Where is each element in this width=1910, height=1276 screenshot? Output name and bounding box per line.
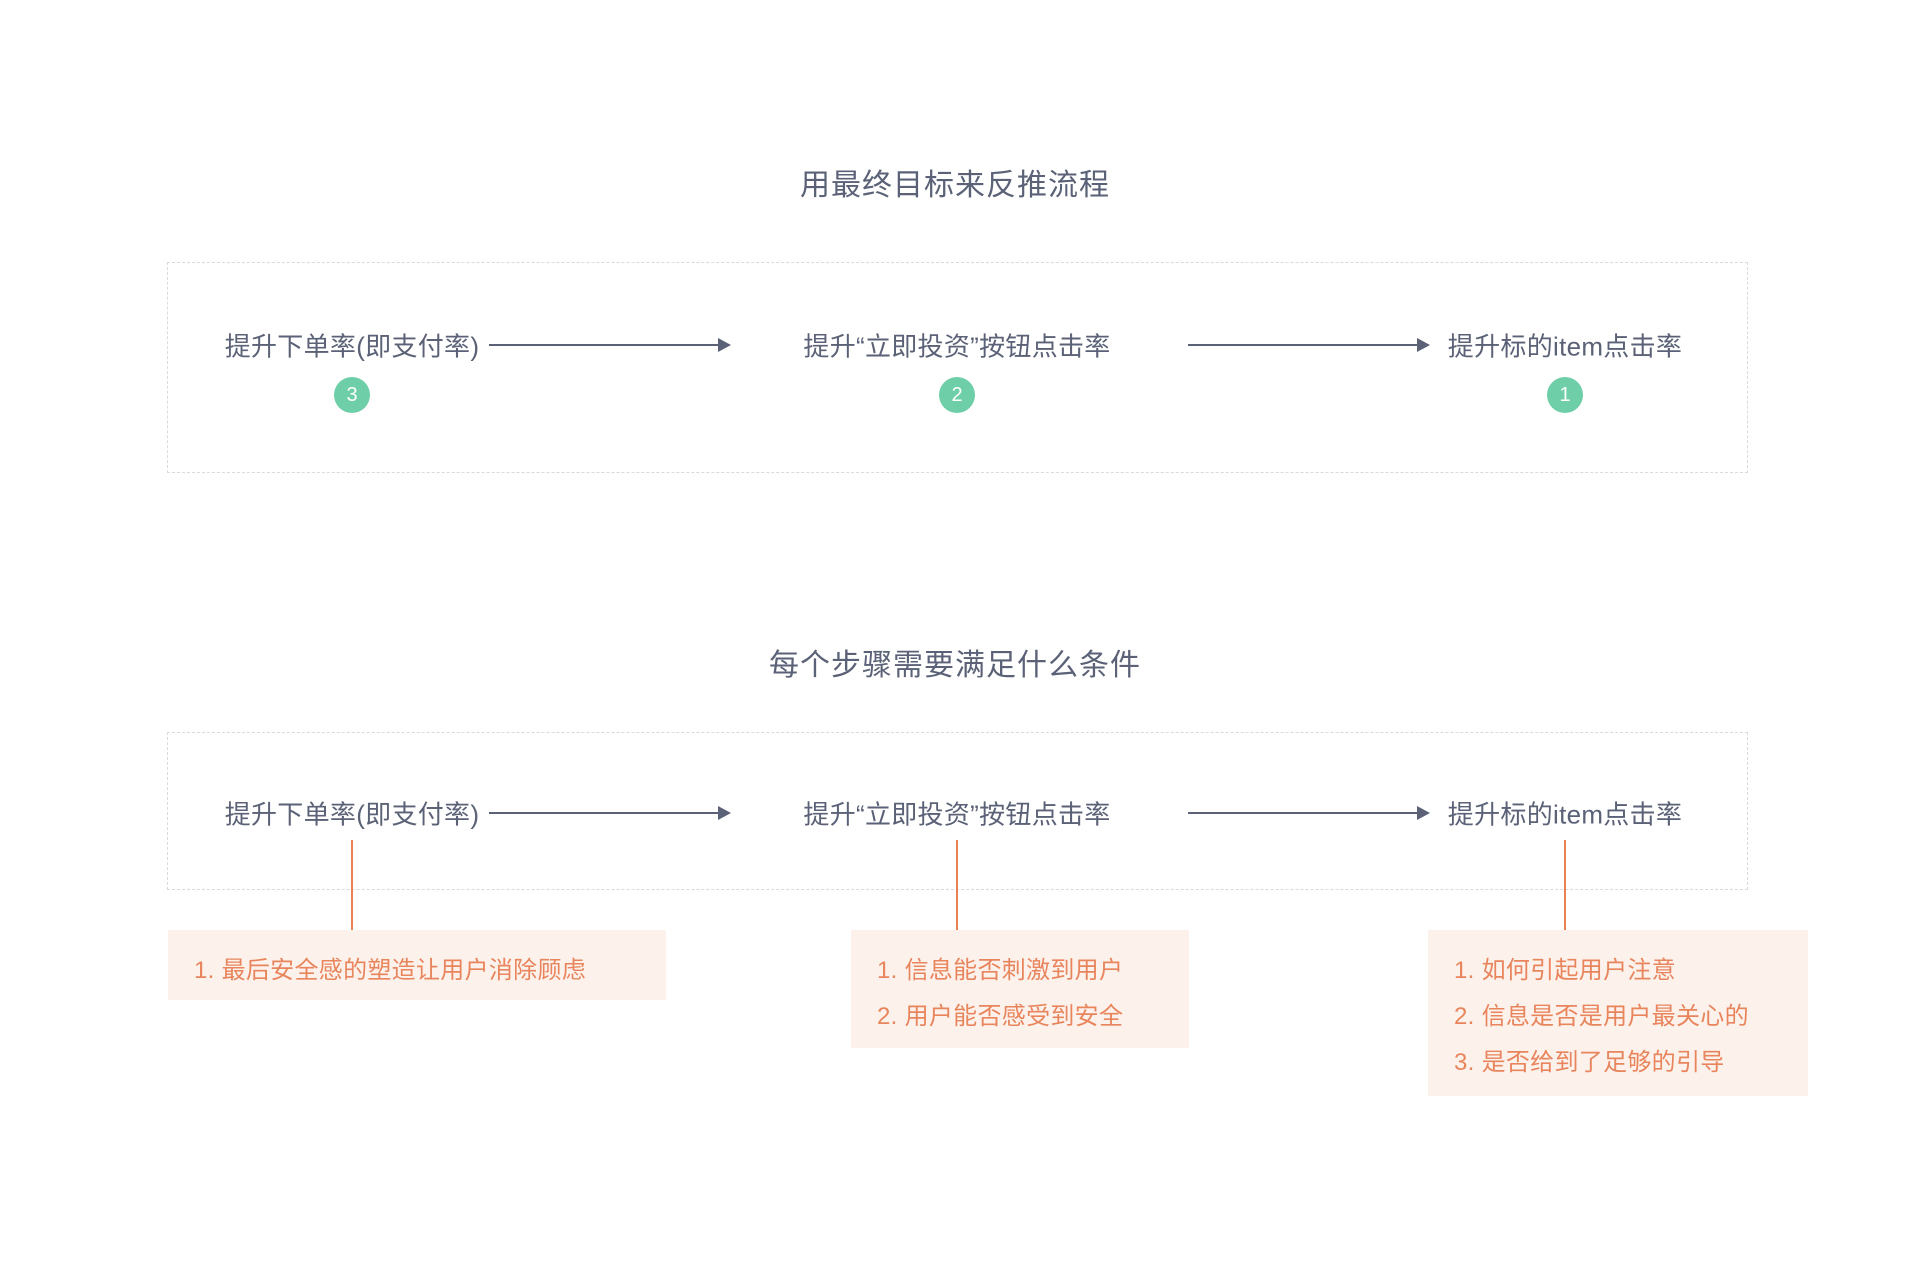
flow-container-goal xyxy=(167,262,1748,473)
connector-line-2 xyxy=(956,840,958,932)
condition-item: 2. 信息是否是用户最关心的 xyxy=(1454,1003,1749,1030)
condition-arrow-1-to-2 xyxy=(489,812,729,814)
connector-line-3 xyxy=(1564,840,1566,932)
condition-arrow-2-to-3 xyxy=(1188,812,1428,814)
flow-node-3-label: 提升标的item点击率 xyxy=(1447,331,1683,362)
flow-arrow-1-to-2 xyxy=(489,344,729,346)
step-badge-1: 1 xyxy=(1547,377,1583,413)
condition-item: 1. 信息能否刺激到用户 xyxy=(877,957,1124,984)
condition-item: 1. 如何引起用户注意 xyxy=(1454,957,1676,984)
condition-box-3: 1. 如何引起用户注意 2. 信息是否是用户最关心的 3. 是否给到了足够的引导 xyxy=(1428,930,1808,1096)
condition-item: 3. 是否给到了足够的引导 xyxy=(1454,1049,1725,1076)
step-badge-3: 3 xyxy=(334,377,370,413)
section-title-conditions: 每个步骤需要满足什么条件 xyxy=(769,649,1141,682)
condition-item: 2. 用户能否感受到安全 xyxy=(877,1003,1124,1030)
condition-node-1-label: 提升下单率(即支付率) xyxy=(224,799,480,830)
condition-node-3-label: 提升标的item点击率 xyxy=(1447,799,1683,830)
flow-node-2-label: 提升“立即投资”按钮点击率 xyxy=(803,331,1111,362)
section-title-goal-flow: 用最终目标来反推流程 xyxy=(800,169,1110,202)
step-badge-2: 2 xyxy=(939,377,975,413)
flow-arrow-2-to-3 xyxy=(1188,344,1428,346)
flow-node-1-label: 提升下单率(即支付率) xyxy=(224,331,480,362)
condition-box-2: 1. 信息能否刺激到用户 2. 用户能否感受到安全 xyxy=(851,930,1189,1048)
condition-node-2-label: 提升“立即投资”按钮点击率 xyxy=(803,799,1111,830)
connector-line-1 xyxy=(351,840,353,932)
condition-box-1: 1. 最后安全感的塑造让用户消除顾虑 xyxy=(168,930,666,1000)
condition-item: 1. 最后安全感的塑造让用户消除顾虑 xyxy=(194,957,587,984)
